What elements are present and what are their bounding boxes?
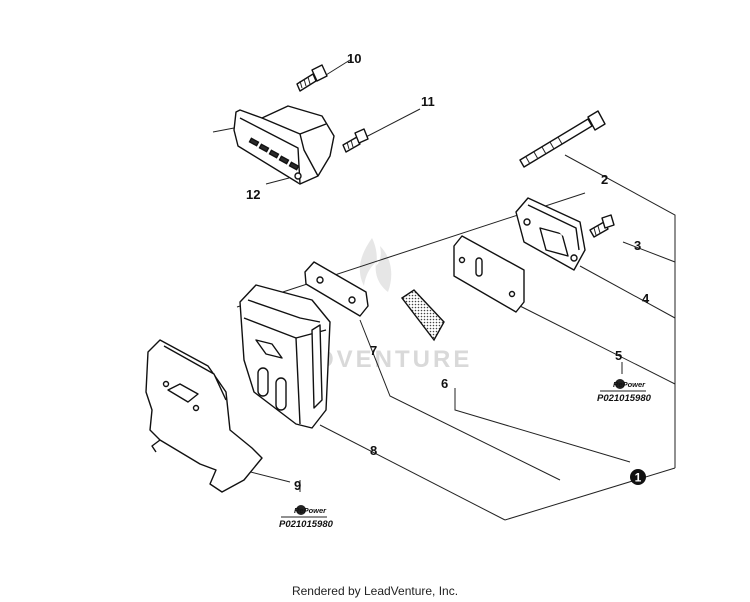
part-12-cover	[233, 105, 335, 185]
part-11-bolt	[342, 128, 369, 153]
repower-badge-5: RePower P021015980	[597, 379, 652, 404]
label-7: 7	[370, 343, 377, 358]
label-4: 4	[642, 291, 650, 306]
label-8: 8	[370, 443, 377, 458]
repower-logo-icon	[615, 379, 625, 389]
label-1-circle	[630, 469, 646, 485]
part-code-5: P021015980	[597, 393, 652, 404]
part-5-gasket	[453, 235, 525, 313]
part-4-bracket	[515, 197, 586, 271]
repower-badge-9: RePower P021015980	[279, 505, 334, 530]
repower-logo-text: RePower	[294, 506, 327, 515]
part-9-heat-shield	[145, 339, 263, 493]
repower-logo-text: RePower	[613, 380, 646, 389]
label-3: 3	[634, 238, 641, 253]
part-6-screen	[400, 289, 445, 342]
label-12: 12	[246, 187, 260, 202]
label-1: 1	[635, 471, 642, 485]
label-11: 11	[421, 94, 435, 109]
part-7-gasket	[304, 261, 369, 317]
watermark-flame-icon	[359, 238, 392, 292]
repower-logo-icon	[296, 505, 306, 515]
part-code-9: P021015980	[279, 519, 334, 530]
footer-credit: Rendered by LeadVenture, Inc.	[291, 584, 459, 598]
label-6: 6	[441, 376, 448, 391]
label-10: 10	[347, 51, 361, 66]
callout-labels: 10 11 12 2 3 4 5 6 7 8 9 1	[246, 51, 650, 493]
label-9: 9	[294, 478, 301, 493]
label-2: 2	[601, 172, 608, 187]
part-8-muffler	[239, 284, 331, 429]
part-3-bolt	[589, 214, 615, 238]
part-2-long-bolt	[519, 110, 606, 168]
part-10-bolt	[296, 64, 328, 92]
label-5: 5	[615, 348, 622, 363]
